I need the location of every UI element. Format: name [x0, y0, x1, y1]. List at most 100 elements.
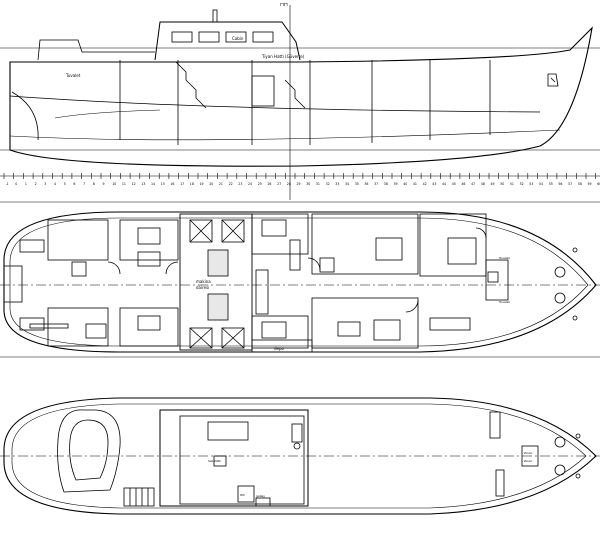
propeller-shaft: [54, 109, 161, 119]
frame-number-label: 15: [161, 182, 165, 186]
windlass-icon: [554, 464, 566, 476]
frame-number-label: 23: [238, 182, 242, 186]
master-cabin: [311, 213, 419, 275]
hatch-cross: [189, 219, 213, 243]
chain-locker-label-a: Zincir: [524, 451, 533, 455]
anchor-pocket-icon: [547, 73, 559, 87]
chain-locker: [521, 445, 539, 467]
shower-tray: [71, 261, 87, 277]
saloon-interior: [179, 415, 305, 505]
stern-rudder-detail: [11, 91, 39, 141]
mast-top-mark: ⊓⊓: [280, 2, 288, 8]
wc-label: WC: [240, 493, 245, 497]
bollard-icon: [572, 315, 578, 321]
frame-number-label: 7: [83, 182, 85, 186]
door-swing: [307, 257, 321, 271]
mast-stub: [212, 9, 218, 23]
transom-platform: [3, 265, 23, 303]
berth: [137, 315, 161, 331]
frame-number-label: 37: [374, 182, 378, 186]
bollard-icon: [572, 247, 578, 253]
lower-deck-hull-outline: [3, 211, 597, 353]
frame-number-label: 18: [190, 182, 194, 186]
wheelhouse-window: [252, 31, 274, 43]
stair-well: [289, 239, 301, 271]
aft-cockpit-seating: [57, 409, 121, 493]
frame-number-label: 40: [403, 182, 407, 186]
frame-number-label: -1: [6, 182, 9, 186]
berth: [261, 219, 287, 237]
frame-number-label: 45: [452, 182, 456, 186]
frame-number-label: 38: [384, 182, 388, 186]
frame-number-label: 44: [442, 182, 446, 186]
aft-cabin: [47, 219, 109, 261]
aft-cockpit-table: [69, 419, 109, 481]
profile-stair: [284, 79, 306, 109]
frame-number-label: 14: [151, 182, 155, 186]
frame-number-label: 11: [122, 182, 126, 186]
frame-number-label: 5: [64, 182, 66, 186]
lower-deck-inner-outline: [9, 217, 589, 347]
rail-note-label: Tiyan Hatti (Güverte): [261, 54, 305, 59]
profile-cabin-block: [251, 75, 275, 107]
aft-cabin: [47, 307, 109, 347]
engine-hatch: [221, 327, 245, 349]
galley-counter: [255, 269, 269, 315]
crew-quarters: [485, 259, 509, 301]
main-engine-block: [207, 293, 229, 321]
guest-cabin: [119, 219, 179, 261]
engine-room-label: makina: [196, 279, 211, 284]
master-cabin: [311, 297, 419, 349]
frame-number-label: 51: [510, 182, 514, 186]
frame-number-label: 43: [432, 182, 436, 186]
frame-number-label: 41: [413, 182, 417, 186]
frame-number-label: 47: [471, 182, 475, 186]
engine-hatch: [189, 219, 213, 243]
frame-number-label: 57: [568, 182, 572, 186]
frame-number-label: 58: [578, 182, 582, 186]
lower-deck-plan: makina dairesi depo: [0, 201, 600, 358]
bollard-icon: [575, 433, 581, 439]
shower-tray: [319, 257, 335, 273]
frame-number-label: 6: [73, 182, 75, 186]
frame-number-label: 1: [25, 182, 27, 186]
frame-number-label: 36: [364, 182, 368, 186]
frame-number-label: 4: [54, 182, 56, 186]
frame-number-label: 0: [15, 182, 17, 186]
frame-number-label: 32: [326, 182, 330, 186]
main-deck-plan: SALOON galley WC Zincir Zincir: [0, 397, 600, 515]
guest-cabin: [251, 315, 309, 349]
frame-number-label: 22: [229, 182, 233, 186]
frame-number-label: 46: [461, 182, 465, 186]
frame-number-label: 10: [112, 182, 116, 186]
frame-number-label: 25: [258, 182, 262, 186]
double-berth: [375, 237, 403, 261]
hatch-cross: [221, 219, 245, 243]
frame-number-label: 34: [345, 182, 349, 186]
berth: [137, 251, 161, 267]
foredeck-hatch: [489, 411, 501, 439]
aft-step: [29, 323, 69, 329]
frame-number-label: 42: [423, 182, 427, 186]
profile-stair: [175, 61, 207, 109]
berth: [137, 227, 161, 245]
double-berth: [373, 319, 401, 341]
engine-hatch: [221, 219, 245, 243]
engine-room-sublabel: dairesi: [196, 285, 209, 290]
aft-deckhouse-outline: [37, 39, 155, 61]
frame-number-label: 26: [267, 182, 271, 186]
main-engine-block: [207, 249, 229, 277]
frame-number-label: 39: [394, 182, 398, 186]
toilet-label-b: Tuvalet: [498, 300, 511, 304]
helm-console: [291, 423, 303, 443]
frame-number-label: 2: [35, 182, 37, 186]
frame-number-label: 20: [209, 182, 213, 186]
frame-number-label: 59: [588, 182, 592, 186]
hatch-cross: [189, 327, 213, 349]
frame-number-label: 60: [597, 182, 600, 186]
engine-room: [179, 213, 253, 351]
engine-hatch: [189, 327, 213, 349]
galley-sink: [255, 497, 271, 507]
frame-number-label: 24: [248, 182, 252, 186]
